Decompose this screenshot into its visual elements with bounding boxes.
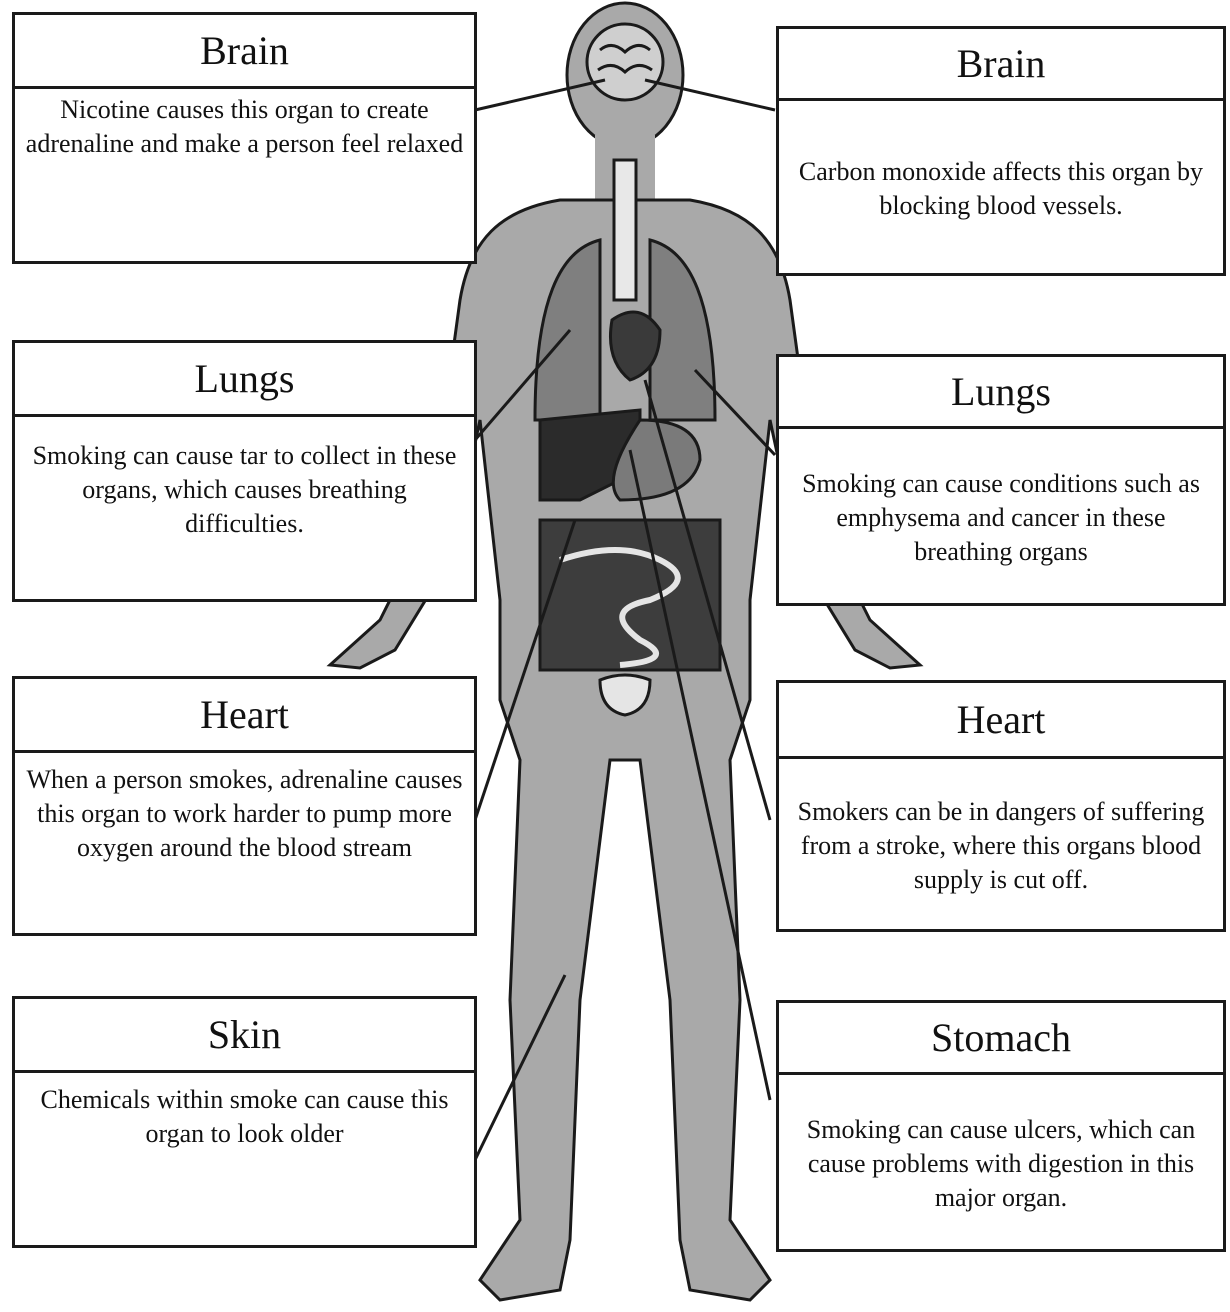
label-title: Heart	[779, 683, 1223, 759]
label-skin-left: Skin Chemicals within smoke can cause th…	[12, 996, 477, 1248]
label-description: Nicotine causes this organ to create adr…	[15, 89, 474, 261]
label-title: Brain	[15, 15, 474, 89]
label-description: When a person smokes, adrenaline causes …	[15, 753, 474, 933]
label-lungs-right: Lungs Smoking can cause conditions such …	[776, 354, 1226, 606]
label-description: Chemicals within smoke can cause this or…	[15, 1073, 474, 1245]
label-title: Brain	[779, 29, 1223, 101]
label-title: Lungs	[779, 357, 1223, 429]
label-heart-right: Heart Smokers can be in dangers of suffe…	[776, 680, 1226, 932]
label-heart-left: Heart When a person smokes, adrenaline c…	[12, 676, 477, 936]
label-title: Lungs	[15, 343, 474, 417]
label-description: Smoking can cause tar to collect in thes…	[15, 417, 474, 599]
label-brain-right: Brain Carbon monoxide affects this organ…	[776, 26, 1226, 276]
label-title: Heart	[15, 679, 474, 753]
label-stomach-right: Stomach Smoking can cause ulcers, which …	[776, 1000, 1226, 1252]
label-description: Smokers can be in dangers of suffering f…	[779, 759, 1223, 929]
label-description: Carbon monoxide affects this organ by bl…	[779, 101, 1223, 273]
label-title: Stomach	[779, 1003, 1223, 1075]
label-description: Smoking can cause conditions such as emp…	[779, 429, 1223, 603]
label-brain-left: Brain Nicotine causes this organ to crea…	[12, 12, 477, 264]
label-lungs-left: Lungs Smoking can cause tar to collect i…	[12, 340, 477, 602]
label-description: Smoking can cause ulcers, which can caus…	[779, 1075, 1223, 1249]
label-title: Skin	[15, 999, 474, 1073]
brain-organ	[587, 24, 663, 100]
trachea	[614, 160, 636, 300]
